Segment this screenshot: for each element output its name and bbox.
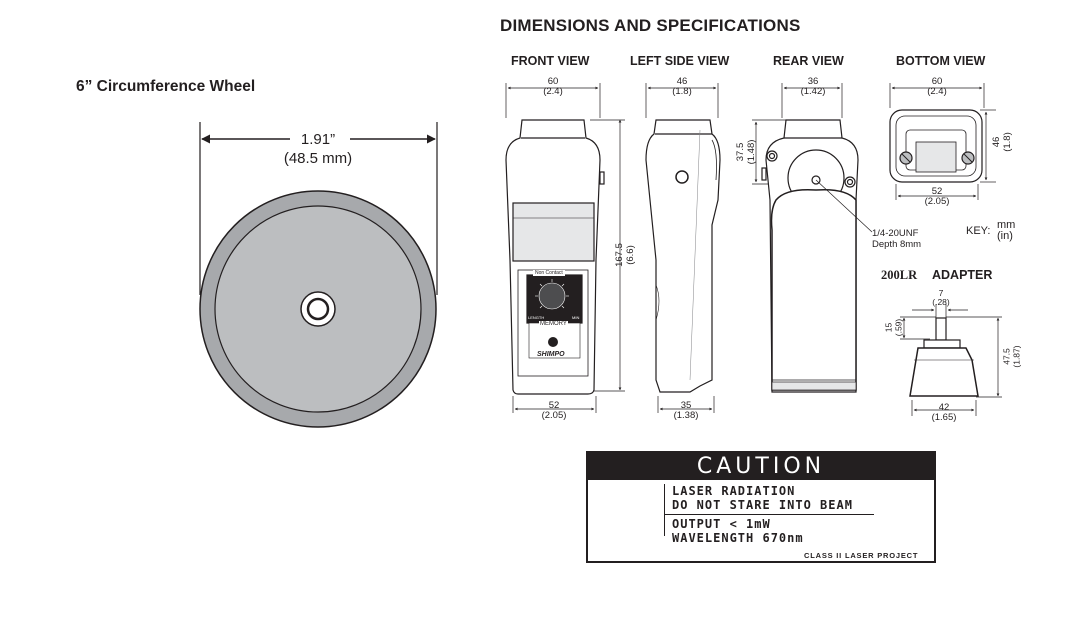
bottom-side-mm: 46 xyxy=(991,136,1002,148)
caution-title: CAUTION xyxy=(588,453,934,480)
left-view-label: LEFT SIDE VIEW xyxy=(630,54,730,68)
front-top-in: (2.4) xyxy=(543,86,563,97)
caution-line-3: OUTPUT < 1mW xyxy=(672,517,771,531)
rear-view-label: REAR VIEW xyxy=(773,54,844,68)
bottom-view-label: BOTTOM VIEW xyxy=(896,54,986,68)
front-bottom-mm: 52 xyxy=(548,400,560,411)
thread-spec: 1/4-20UNF xyxy=(872,228,919,239)
wheel-dimension-inches: 1.91” xyxy=(300,131,336,148)
bottom-bottom-mm: 52 xyxy=(931,186,943,197)
left-bottom-mm: 35 xyxy=(680,400,692,411)
front-bottom-in: (2.05) xyxy=(541,410,567,421)
dial-left-label: LENGTH xyxy=(528,315,545,320)
rear-view-drawing xyxy=(752,83,873,393)
rear-top-mm: 36 xyxy=(807,76,819,87)
bottom-top-mm: 60 xyxy=(931,76,943,87)
caution-label: CAUTION LASER RADIATION DO NOT STARE INT… xyxy=(586,451,936,563)
key-mm: mm xyxy=(997,219,1016,231)
adapter-bottom-mm: 42 xyxy=(938,402,950,413)
bottom-side-in: (1.8) xyxy=(1002,132,1013,152)
rear-side-in: (1.48) xyxy=(746,139,757,165)
left-top-in: (1.8) xyxy=(672,86,692,97)
key-label: KEY: xyxy=(966,225,991,237)
left-view-drawing xyxy=(645,83,721,413)
front-view-drawing xyxy=(505,83,625,413)
dial-right-label: MIN xyxy=(572,315,580,320)
front-height-mm: 167.5 xyxy=(614,243,625,267)
adapter-top-mm: 7 xyxy=(938,288,944,298)
memory-label: MEMORY xyxy=(539,321,568,327)
adapter-shaft-in: (.59) xyxy=(893,318,904,337)
rear-side-mm: 37.5 xyxy=(735,142,746,162)
bottom-top-in: (2.4) xyxy=(927,86,947,97)
left-bottom-in: (1.38) xyxy=(673,410,699,421)
adapter-height-mm: 47.5 xyxy=(1001,348,1012,365)
brand-logo: SHIMPO xyxy=(537,351,565,358)
adapter-drawing xyxy=(900,304,1002,416)
dial-label: Non Contact xyxy=(533,270,565,276)
adapter-bottom-in: (1.65) xyxy=(931,412,957,423)
caution-line-2: DO NOT STARE INTO BEAM xyxy=(672,498,853,512)
thread-depth: Depth 8mm xyxy=(872,239,922,250)
specs-title: DIMENSIONS AND SPECIFICATIONS xyxy=(500,16,801,35)
front-view-label: FRONT VIEW xyxy=(511,54,590,68)
caution-line-1: LASER RADIATION xyxy=(672,484,796,498)
wheel-drawing xyxy=(199,122,438,428)
key-in: (in) xyxy=(997,230,1013,242)
adapter-height-in: (1.87) xyxy=(1011,345,1022,368)
wheel-title: 6” Circumference Wheel xyxy=(76,78,256,95)
front-height-in: (6.6) xyxy=(625,245,636,265)
rear-top-in: (1.42) xyxy=(800,86,826,97)
wheel-dimension-mm: (48.5 mm) xyxy=(283,150,353,167)
bottom-bottom-in: (2.05) xyxy=(924,196,950,207)
bottom-view-drawing xyxy=(889,83,996,200)
caution-line-4: WAVELENGTH 670nm xyxy=(672,531,804,545)
adapter-shaft-mm: 15 xyxy=(883,322,894,333)
adapter-title: ADAPTER xyxy=(932,268,993,282)
adapter-model: 200LR xyxy=(881,268,918,282)
front-top-mm: 60 xyxy=(547,76,559,87)
caution-footer: CLASS II LASER PROJECT xyxy=(804,551,919,560)
left-top-mm: 46 xyxy=(676,76,688,87)
adapter-top-in: (.28) xyxy=(932,297,950,307)
